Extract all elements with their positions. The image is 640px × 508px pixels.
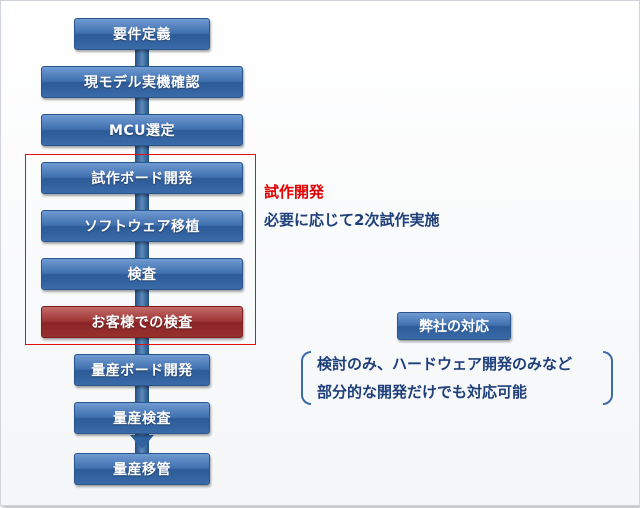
- step-prototype-board: 試作ボード開発: [41, 162, 243, 194]
- step-current-model-check: 現モデル実機確認: [41, 66, 243, 98]
- step-customer-inspection: お客様での検査: [41, 306, 243, 338]
- prototype-note-title: 試作開発: [264, 183, 325, 201]
- step-mass-production-transfer: 量産移管: [74, 453, 210, 485]
- prototype-note-body: 必要に応じて2次試作実施: [264, 211, 440, 229]
- step-mass-production-inspection: 量産検査: [74, 402, 210, 434]
- step-inspection: 検査: [41, 258, 243, 290]
- support-bracket-right: [603, 351, 613, 405]
- support-badge: 弊社の対応: [397, 312, 511, 340]
- step-mcu-selection: MCU選定: [41, 114, 243, 146]
- support-line-2: 部分的な開発だけでも対応可能: [317, 383, 528, 401]
- support-bracket-left: [301, 351, 311, 405]
- step-requirements: 要件定義: [74, 18, 210, 50]
- step-mass-production-board: 量産ボード開発: [74, 354, 210, 386]
- step-software-porting: ソフトウェア移植: [41, 210, 243, 242]
- flow-arrow-head: [130, 435, 154, 449]
- support-line-1: 検討のみ、ハードウェア開発のみなど: [317, 355, 573, 373]
- prototype-highlight-box: [25, 154, 256, 345]
